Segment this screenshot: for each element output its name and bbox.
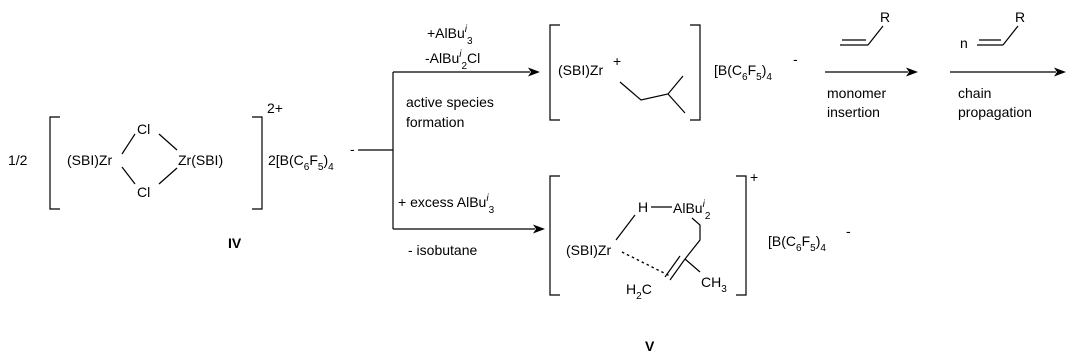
iv-charge: 2+ bbox=[267, 100, 283, 116]
propagation-substituent-bond bbox=[1002, 25, 1019, 46]
chain-propagation-step: n R chain propagation bbox=[950, 9, 1066, 120]
v-zr-alkene-interaction bbox=[621, 251, 671, 277]
active-bracket-right bbox=[690, 24, 701, 121]
reagent-excess-alkylaluminum: + excess AlBui3 bbox=[398, 193, 495, 216]
propagation-arrow-head bbox=[1054, 67, 1066, 77]
iv-cl-top: Cl bbox=[137, 121, 150, 137]
iv-coefficient: 1/2 bbox=[8, 152, 28, 168]
iv-bond-zr-cl-bottom bbox=[121, 166, 136, 185]
monomer-insertion-step: R monomer insertion bbox=[825, 9, 918, 120]
v-zr: (SBI)Zr bbox=[566, 242, 611, 258]
v-bond-al-ch2 bbox=[684, 217, 701, 260]
v-charge: + bbox=[750, 169, 758, 185]
iv-bond-zr-cl-top bbox=[121, 133, 136, 155]
active-zr-charge: + bbox=[613, 53, 621, 69]
reagent-add-alkylaluminum: +AlBui3 bbox=[427, 24, 473, 47]
v-aluminum: AlBui2 bbox=[673, 199, 711, 222]
v-alkene-bond-a bbox=[669, 258, 686, 281]
top-arrow-conditions: +AlBui3 -AlBui2Cl active species formati… bbox=[406, 24, 494, 130]
iv-bracket-right bbox=[252, 116, 263, 210]
v-counterion-charge: - bbox=[846, 223, 851, 239]
active-counterion: [B(C6F5)4 bbox=[714, 62, 772, 83]
bottom-arrow-conditions: + excess AlBui3 - isobutane bbox=[398, 193, 495, 258]
monomer-arrow-head bbox=[906, 67, 918, 77]
propagation-r: R bbox=[1015, 9, 1025, 25]
active-species: (SBI)Zr + [B(C6F5)4 - bbox=[549, 24, 798, 121]
iv-counterion-charge: - bbox=[350, 141, 355, 157]
branch-arrows bbox=[358, 67, 545, 234]
isobutyl-methyl bbox=[667, 93, 686, 114]
propagation-n: n bbox=[960, 35, 968, 51]
iv-label: IV bbox=[228, 235, 242, 251]
iv-counterion: 2[B(C6F5)4 bbox=[268, 152, 334, 173]
active-bracket-left bbox=[549, 24, 560, 121]
bottom-arrow-head bbox=[533, 224, 545, 234]
iv-bracket-left bbox=[49, 116, 60, 210]
propagation-label-1: chain bbox=[958, 85, 991, 101]
iv-zr-left: (SBI)Zr bbox=[67, 152, 112, 168]
condition-formation: formation bbox=[406, 114, 464, 130]
v-counterion: [B(C6F5)4 bbox=[768, 233, 826, 254]
monomer-label-1: monomer bbox=[827, 85, 886, 101]
v-bond-zr-h bbox=[615, 214, 636, 241]
active-counterion-charge: - bbox=[793, 51, 798, 67]
reagent-remove-chloroaluminum: -AlBui2Cl bbox=[425, 49, 480, 72]
iv-cl-bottom: Cl bbox=[137, 184, 150, 200]
v-label: V bbox=[645, 338, 655, 354]
compound-iv: 1/2 (SBI)Zr Cl Cl Zr(SBI) 2+ 2[B(C6F5)4 … bbox=[8, 100, 355, 251]
monomer-substituent-bond bbox=[867, 25, 884, 46]
v-bracket-right bbox=[736, 175, 747, 296]
v-alkene-bond-b bbox=[664, 255, 681, 278]
v-bond-methyl bbox=[684, 258, 701, 273]
iv-zr-right: Zr(SBI) bbox=[178, 152, 223, 168]
v-hydride: H bbox=[638, 199, 648, 215]
active-zr: (SBI)Zr bbox=[558, 62, 603, 78]
iv-bond-cl-bottom-zr bbox=[158, 167, 178, 185]
v-bracket-left bbox=[549, 175, 560, 296]
v-methyl: CH3 bbox=[701, 274, 727, 295]
iv-bond-cl-top-zr bbox=[158, 133, 178, 151]
byproduct-isobutane: - isobutane bbox=[408, 242, 477, 258]
top-arrow-head bbox=[528, 67, 540, 77]
monomer-r: R bbox=[880, 9, 890, 25]
compound-v: H AlBui2 (SBI)Zr H2C CH3 + [B(C6F5)4 - V bbox=[549, 169, 851, 354]
condition-active-species: active species bbox=[406, 94, 494, 110]
propagation-label-2: propagation bbox=[958, 104, 1032, 120]
isobutyl-chain bbox=[619, 75, 684, 101]
v-methylene: H2C bbox=[626, 281, 652, 302]
monomer-label-2: insertion bbox=[827, 104, 880, 120]
